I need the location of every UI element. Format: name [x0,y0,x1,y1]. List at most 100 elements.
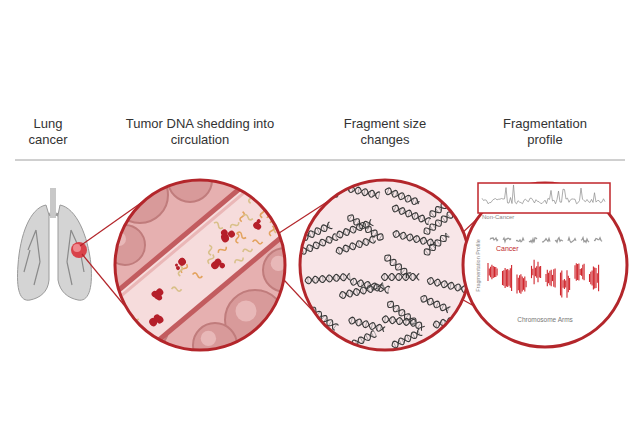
cancer-profile-bar [520,274,521,294]
cancer-profile-bar [555,269,556,288]
cancer-profile-bar [590,272,591,284]
cancer-profile-bar [598,265,599,291]
cell-highlight [236,301,257,322]
cancer-profile-bar [574,265,575,278]
non-cancer-segment [503,238,511,242]
cancer-profile-bar [507,269,508,287]
cancer-profile-bar [564,279,565,289]
dna-squiggle [234,256,245,265]
dna-helix [430,171,469,188]
cancer-profile-bar [537,262,538,283]
dna-helix [386,300,425,332]
dna-helix [422,232,449,256]
dna-helix [335,236,376,255]
non-cancer-segment [594,238,602,242]
cancer-profile-bar [594,268,595,289]
dna-helix [348,316,386,332]
non-cancer-segment [516,238,524,242]
cancer-profile-bar [549,271,550,286]
dna-squiggle [133,340,141,351]
tumor-dna-blob [152,290,163,301]
cancer-profile-bar [518,278,519,290]
cancer-profile-bar [511,265,512,291]
blood-vessel-circle [95,158,307,367]
cancer-profile-bar [551,270,552,287]
cancer-profile-bar [505,268,506,288]
cancer-profile-bar [581,268,582,276]
dna-helix [384,187,420,206]
dna-helix [297,297,339,330]
non-cancer-panel [478,183,610,213]
cell-highlight [201,331,216,346]
cell [105,225,145,265]
tumor-dna-blob [252,221,261,230]
fragmentation-profile-circle [463,183,627,347]
dna-helix [381,273,419,280]
cancer-profile-bar [536,266,537,277]
cancer-profile-bar [523,278,524,290]
dna-squiggle [217,245,227,254]
circle-border [300,180,470,350]
cancer-profile-bar [553,269,554,287]
tumor-dna-blob [220,228,229,237]
cancer-profile-bar [577,264,578,280]
cancer-profile-bar [487,263,488,281]
cancer-profile-bar [506,269,507,286]
axis-label: Chromosome Arms [500,316,590,324]
dna-helix [291,333,322,344]
cancer-profile-bar [592,271,593,286]
column-heading: Fragmentation profile [493,116,597,149]
dna-squiggle [240,212,245,222]
cancer-profile-bar [495,267,496,277]
dna-squiggle [236,231,247,239]
separator-line [15,160,625,161]
dna-squiggle [229,220,239,229]
cancer-profile-bar [491,265,492,280]
dna-helix [382,315,417,326]
cancer-profile-bar [516,274,517,293]
profile-label: Cancer [496,245,536,254]
cancer-profile-bar [494,267,495,277]
dna-helix [427,336,466,359]
dna-helix [335,219,373,239]
cancer-profile-bar [524,277,525,292]
cell-highlight [122,177,142,197]
column-heading: Tumor DNA shedding into circulation [122,116,278,149]
tumor-dna-blob [227,229,237,239]
non-cancer-segment [581,238,589,243]
profile-label: Non-Cancer [482,214,552,222]
dna-squiggle [242,247,253,254]
cancer-profile-bar [563,280,564,288]
cancer-profile-bar [535,268,536,276]
cancer-profile-bar [510,268,511,288]
cancer-profile-bar [539,267,540,278]
dna-squiggle [207,245,213,256]
circle-border [115,180,285,350]
dna-squiggle [213,221,224,229]
cancer-profile-bar [560,273,561,296]
non-cancer-segment [529,238,537,243]
cancer-profile-bar [595,268,596,288]
cancer-profile-bar [493,266,494,278]
non-cancer-segment [568,238,576,243]
non-cancer-segment [490,238,498,241]
cancer-profile-bar [589,274,590,282]
dna-squiggle [253,240,263,244]
dna-squiggle [264,190,274,195]
axis-label: Fragmentation Profile [475,230,482,300]
cancer-profile-bar [547,270,548,287]
cancer-profile-bar [552,275,553,281]
cancer-profile-bar [490,267,491,277]
cancer-profile-bar [580,269,581,275]
cancer-profile-bar [578,263,579,280]
cancer-profile-bar [489,268,490,275]
column-heading: Lung cancer [18,116,78,149]
cancer-profile-bar [584,264,585,280]
cell [112,167,168,223]
cancer-profile-bar [597,273,598,282]
dna-helix [426,277,467,293]
cancer-profile-bar [568,276,569,292]
tumor-dna-blob [210,260,221,271]
